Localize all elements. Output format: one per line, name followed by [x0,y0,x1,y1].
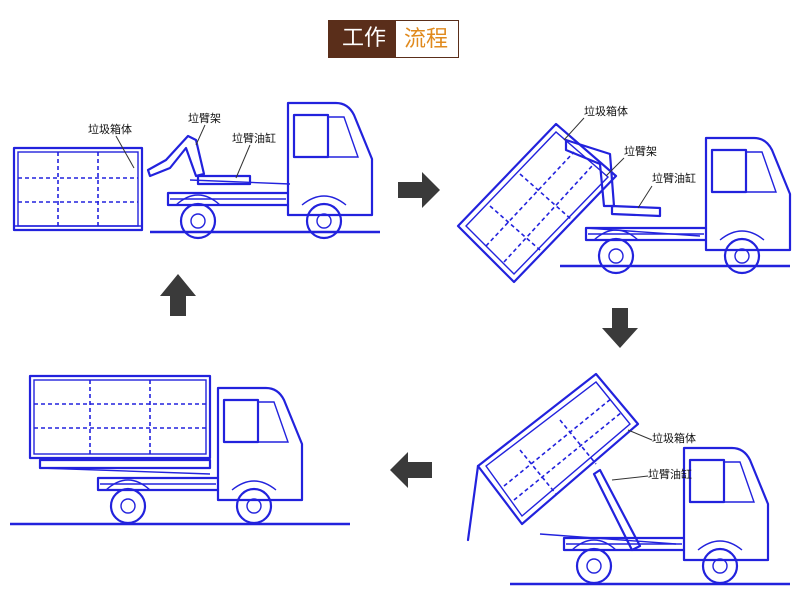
step-1-container-box [12,146,144,232]
arrow-up [160,274,196,316]
step-2-truck [564,136,792,275]
step-2-illustration: 垃圾箱体 垃臂架 垃臂油缸 [456,104,792,284]
diagram-title: 工作 流程 [328,20,460,58]
step-1-truck [146,101,374,240]
step-2-leader-cylinder [637,185,653,209]
step-1-label-arm: 垃臂架 [188,111,221,125]
step-1-leader-box [115,135,135,169]
arrow-right [398,172,440,208]
step-4-truck [38,386,304,525]
step-3-container-box [466,372,640,542]
step-3-leader-box [627,429,653,441]
step-1-label-box: 垃圾箱体 [88,122,132,136]
step-2-leader-arm [605,157,625,177]
step-1-leader-cylinder [235,144,251,179]
step-2-container-box [456,122,618,284]
step-3-label-cylinder: 垃臂油缸 [648,467,692,481]
step-2-leader-box [563,117,585,141]
title-part-1: 工作 [328,20,397,58]
step-1-illustration: 垃圾箱体 垃臂架 垃臂油缸 [12,101,380,240]
step-3-leader-cylinder [611,475,649,481]
step-3-label-box: 垃圾箱体 [652,431,696,445]
title-part-2: 流程 [396,20,460,58]
step-3-illustration: 垃圾箱体 垃臂油缸 [466,372,790,586]
step-1-leader-arm [195,124,206,146]
step-4-container-box [28,374,212,460]
step-3-truck [539,446,770,585]
arrow-down [602,308,638,348]
step-4-illustration [10,374,350,526]
step-2-label-cylinder: 垃臂油缸 [652,171,696,185]
arrow-left [390,452,432,488]
step-2-label-arm: 垃臂架 [624,144,657,158]
step-1-label-cylinder: 垃臂油缸 [232,131,276,145]
step-2-label-box: 垃圾箱体 [584,104,628,118]
